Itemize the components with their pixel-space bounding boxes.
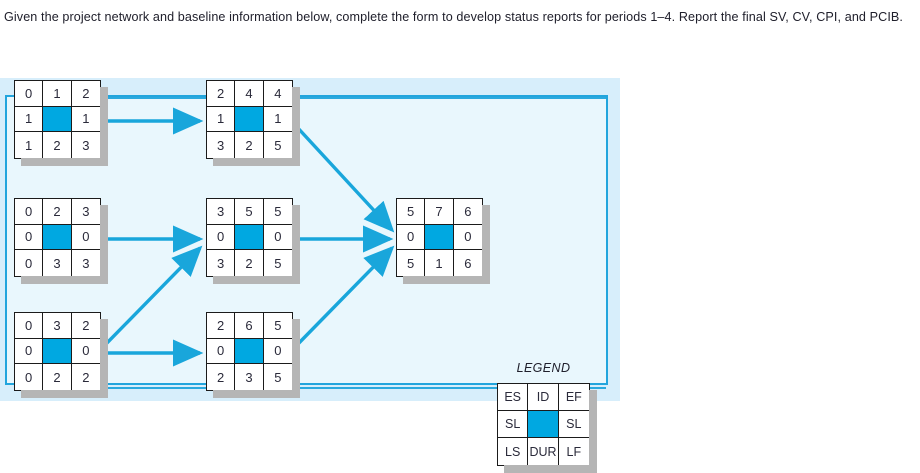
legend-ls: LS <box>498 438 529 465</box>
node-g-lf: 5 <box>263 364 292 390</box>
node-f-ls: 0 <box>15 364 44 390</box>
node-f-lf: 2 <box>71 364 100 390</box>
node-e-id-highlight <box>425 224 454 251</box>
node-d-dur: 2 <box>235 250 264 276</box>
node-a-lf: 3 <box>71 132 100 158</box>
node-b-sl-left: 1 <box>207 106 236 133</box>
node-e-ef: 6 <box>453 199 482 225</box>
node-a-id-highlight <box>43 106 72 133</box>
network-node[interactable]: 3 5 5 0 0 3 2 5 <box>206 198 300 284</box>
node-d-id: 5 <box>235 199 264 225</box>
node-c-sl-left: 0 <box>15 224 44 251</box>
node-d-ls: 3 <box>207 250 236 276</box>
legend-title: LEGEND <box>516 361 571 375</box>
legend-node: ES ID EF SL SL LS DUR LF <box>497 383 597 473</box>
node-e-dur: 1 <box>425 250 454 276</box>
node-b-dur: 2 <box>235 132 264 158</box>
node-g-id-highlight <box>235 338 264 365</box>
node-a-es: 0 <box>15 81 44 107</box>
network-node[interactable]: 0 3 2 0 0 0 2 2 <box>14 312 108 398</box>
node-b-sl-right: 1 <box>263 106 292 133</box>
node-f-id-highlight <box>43 338 72 365</box>
node-c-es: 0 <box>15 199 44 225</box>
node-b-es: 2 <box>207 81 236 107</box>
node-c-dur: 3 <box>43 250 72 276</box>
node-e-id: 7 <box>425 199 454 225</box>
legend-sl-right: SL <box>558 411 589 438</box>
node-a-ls: 1 <box>15 132 44 158</box>
node-f-id: 3 <box>43 313 72 339</box>
node-f-sl-left: 0 <box>15 338 44 365</box>
node-e-sl-left: 0 <box>397 224 426 251</box>
node-b-ef: 4 <box>263 81 292 107</box>
node-b-ls: 3 <box>207 132 236 158</box>
node-c-sl-right: 0 <box>71 224 100 251</box>
legend-ef: EF <box>558 384 589 411</box>
legend-dur: DUR <box>528 438 559 465</box>
network-node[interactable]: 0 2 3 0 0 0 3 3 <box>14 198 108 284</box>
network-node[interactable]: 2 4 4 1 1 3 2 5 <box>206 80 300 166</box>
node-a-id: 1 <box>43 81 72 107</box>
node-g-id: 6 <box>235 313 264 339</box>
node-b-lf: 5 <box>263 132 292 158</box>
node-e-ls: 5 <box>397 250 426 276</box>
node-a-ef: 2 <box>71 81 100 107</box>
node-g-sl-right: 0 <box>263 338 292 365</box>
node-e-es: 5 <box>397 199 426 225</box>
legend-lf: LF <box>558 438 589 465</box>
node-d-sl-left: 0 <box>207 224 236 251</box>
node-g-es: 2 <box>207 313 236 339</box>
legend-sl-left: SL <box>498 411 529 438</box>
node-c-id: 2 <box>43 199 72 225</box>
node-c-lf: 3 <box>71 250 100 276</box>
node-d-id-highlight <box>235 224 264 251</box>
node-g-dur: 3 <box>235 364 264 390</box>
node-e-lf: 6 <box>453 250 482 276</box>
node-c-id-highlight <box>43 224 72 251</box>
network-node[interactable]: 0 1 2 1 1 1 2 3 <box>14 80 108 166</box>
node-f-dur: 2 <box>43 364 72 390</box>
node-a-dur: 2 <box>43 132 72 158</box>
node-b-id: 4 <box>235 81 264 107</box>
node-g-ef: 5 <box>263 313 292 339</box>
node-d-ef: 5 <box>263 199 292 225</box>
node-a-sl-right: 1 <box>71 106 100 133</box>
node-d-lf: 5 <box>263 250 292 276</box>
legend-id-highlight <box>528 411 559 438</box>
node-g-sl-left: 0 <box>207 338 236 365</box>
node-g-ls: 2 <box>207 364 236 390</box>
question-prompt: Given the project network and baseline i… <box>4 10 904 24</box>
node-c-ef: 3 <box>71 199 100 225</box>
node-f-es: 0 <box>15 313 44 339</box>
node-c-ls: 0 <box>15 250 44 276</box>
legend-id: ID <box>528 384 559 411</box>
network-node[interactable]: 2 6 5 0 0 2 3 5 <box>206 312 300 398</box>
node-e-sl-right: 0 <box>453 224 482 251</box>
node-b-id-highlight <box>235 106 264 133</box>
node-d-sl-right: 0 <box>263 224 292 251</box>
node-f-sl-right: 0 <box>71 338 100 365</box>
legend: ES ID EF SL SL LS DUR LF <box>497 383 597 473</box>
node-f-ef: 2 <box>71 313 100 339</box>
node-d-es: 3 <box>207 199 236 225</box>
network-node[interactable]: 5 7 6 0 0 5 1 6 <box>396 198 490 284</box>
legend-es: ES <box>498 384 529 411</box>
project-network-figure: 0 1 2 1 1 1 2 3 2 4 4 1 1 3 2 5 0 2 3 0 … <box>0 78 620 473</box>
node-a-sl-left: 1 <box>15 106 44 133</box>
